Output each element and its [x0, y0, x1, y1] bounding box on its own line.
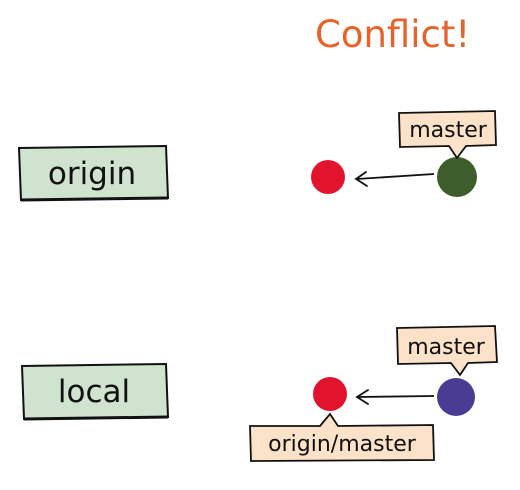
local-commit-red [313, 377, 347, 411]
local-arrowhead [355, 389, 369, 405]
origin-label: origin [48, 156, 136, 192]
origin-commit-green [437, 157, 477, 197]
local-master-label: master [407, 335, 486, 360]
origin-master-label: master [409, 118, 488, 143]
local-origin-master-label: origin/master [268, 432, 417, 457]
local-commit-purple [437, 378, 475, 416]
local-origin-master-tag [249, 412, 435, 462]
origin-repo: origin master [17, 110, 497, 202]
local-parent-arrow [357, 395, 435, 398]
local-master-tag [396, 325, 498, 377]
origin-commit-red [311, 160, 345, 194]
local-box-shadow [23, 415, 169, 421]
diagram-title: Conflict! [315, 13, 470, 56]
origin-master-tag [398, 110, 497, 160]
local-repo: local master origin/master [20, 325, 498, 462]
local-label: local [58, 374, 130, 410]
origin-arrowhead [354, 171, 368, 187]
origin-parent-arrow [356, 173, 435, 180]
origin-box-shadow [20, 196, 169, 202]
